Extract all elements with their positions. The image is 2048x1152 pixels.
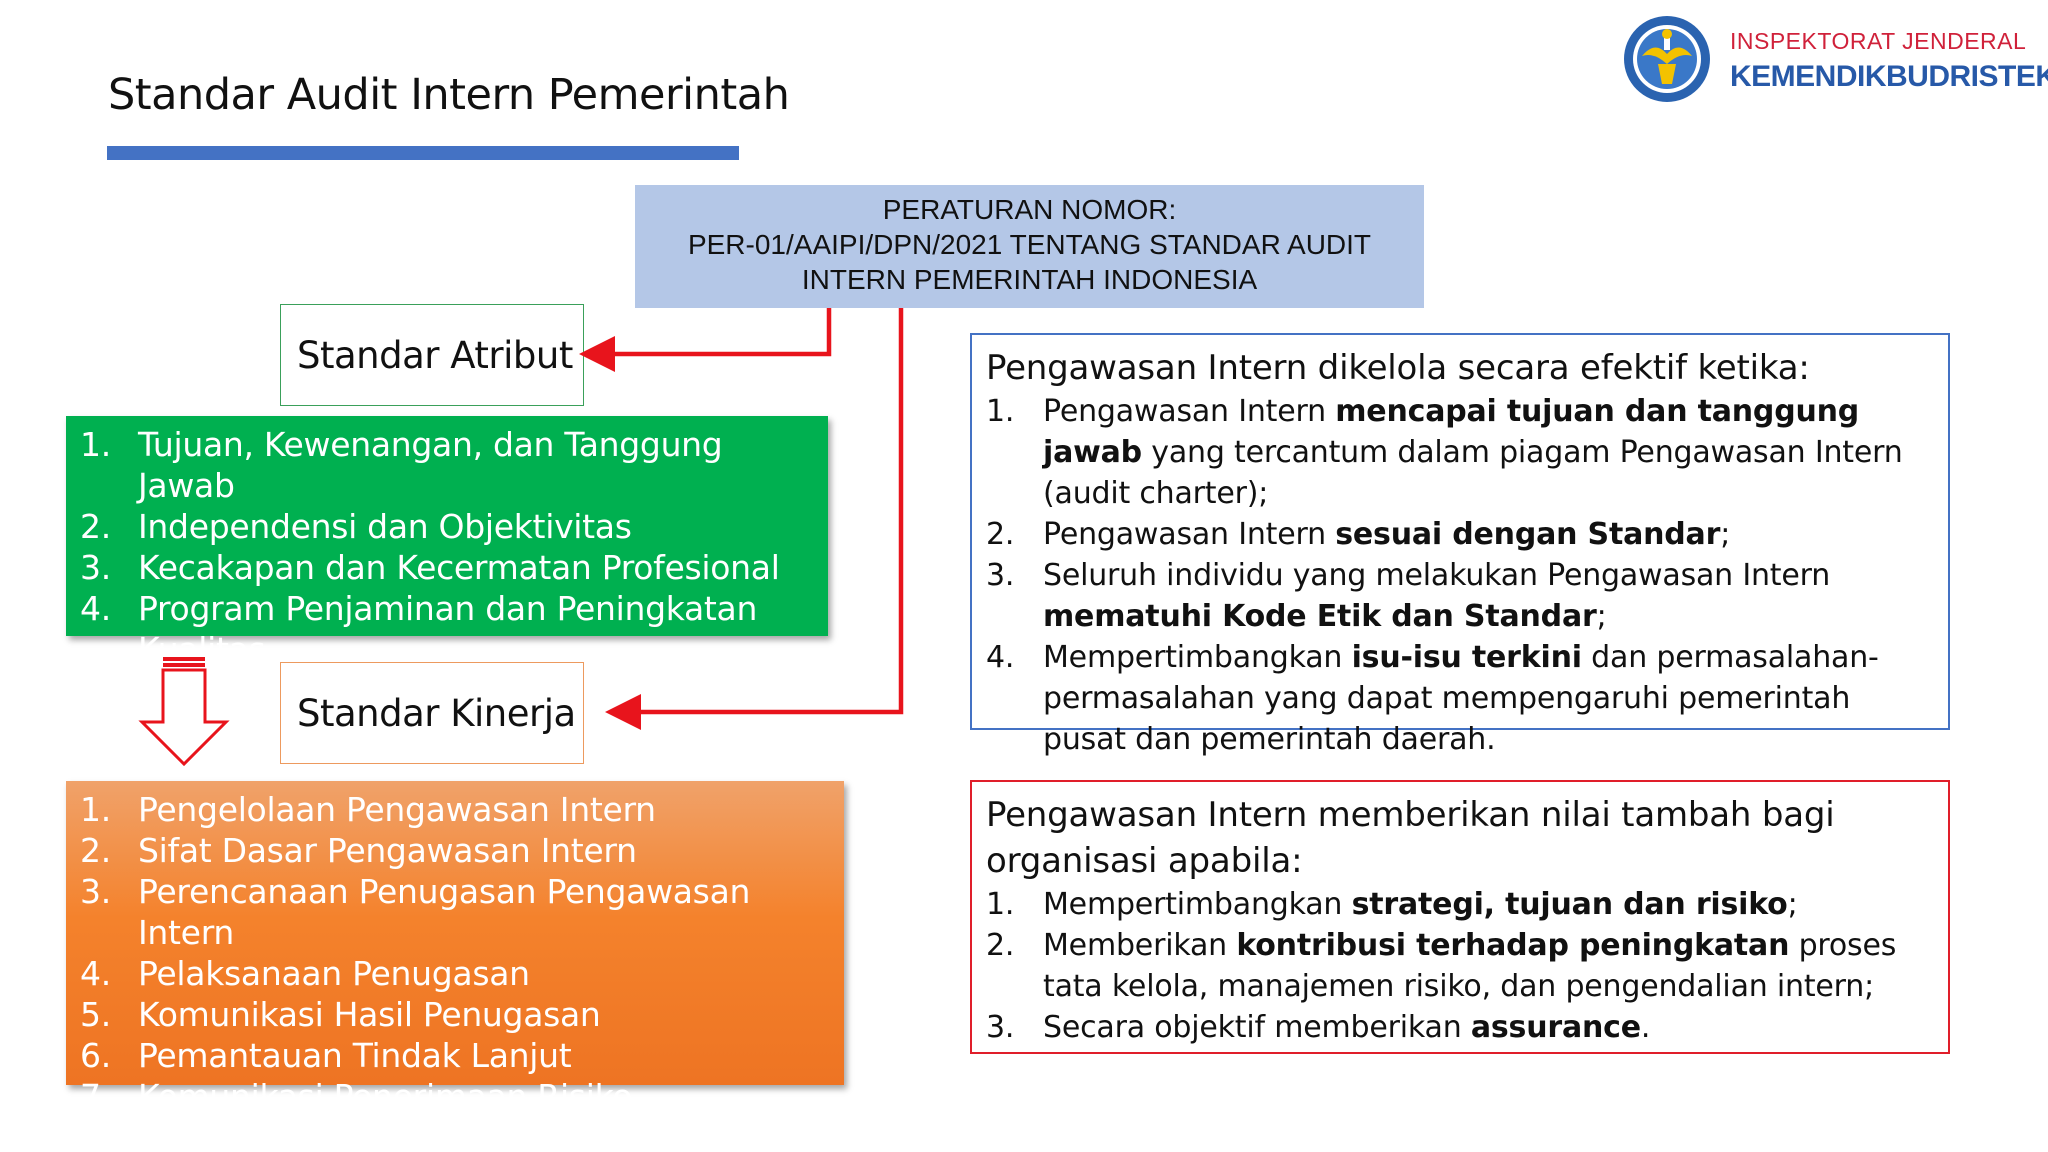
item-text: yang tercantum dalam piagam Pengawasan I… (1043, 435, 1903, 511)
item-text: Sifat Dasar Pengawasan Intern (138, 831, 637, 870)
down-arrow-icon (138, 657, 230, 767)
item-text: Pengawasan Intern (1043, 517, 1336, 552)
regulation-line: PER-01/AAIPI/DPN/2021 TENTANG STANDAR AU… (687, 229, 1372, 260)
item-number: 5. (80, 995, 111, 1034)
item-text: Perencanaan Penugasan Pengawasan Intern (138, 872, 751, 952)
list-item: 2. Independensi dan Objektivitas (80, 506, 816, 547)
item-number: 2. (80, 507, 111, 546)
regulation-line: INTERN PEMERINTAH INDONESIA (801, 264, 1258, 295)
item-number: 3. (80, 548, 111, 587)
standar-kinerja-label-box: Standar Kinerja (280, 662, 584, 764)
list-item: 3. Kecakapan dan Kecermatan Profesional (80, 547, 816, 588)
item-number: 7. (80, 1077, 111, 1116)
item-number: 4. (80, 954, 111, 993)
standar-kinerja-label: Standar Kinerja (297, 691, 576, 735)
list-item: 1. Mempertimbangkan strategi, tujuan dan … (986, 884, 1934, 925)
item-text: Independensi dan Objektivitas (138, 507, 632, 546)
list-item: 4. Mempertimbangkan isu-isu terkini dan p… (986, 637, 1934, 760)
item-text: Komunikasi Hasil Penugasan (138, 995, 601, 1034)
connector-to-atribut (579, 308, 832, 372)
efektif-criteria-box: Pengawasan Intern dikelola secara efekti… (970, 333, 1950, 757)
list-item: 2. Pengawasan Intern sesuai dengan Standa… (986, 514, 1934, 555)
item-text: Komunikasi Penerimaan Risiko (138, 1077, 633, 1116)
list-item: 3. Secara objektif memberikan assurance. (986, 1007, 1934, 1048)
tut-wuri-handayani-emblem-icon (1624, 16, 1710, 102)
item-number: 1. (986, 394, 1015, 429)
item-number: 6. (80, 1036, 111, 1075)
standar-atribut-label-box: Standar Atribut (280, 304, 584, 406)
nilai-heading: Pengawasan Intern memberikan nilai tamba… (986, 795, 1835, 881)
item-text: Mempertimbangkan (1043, 640, 1352, 675)
list-item: 7. Komunikasi Penerimaan Risiko (80, 1076, 832, 1117)
list-item: 6. Pemantauan Tindak Lanjut (80, 1035, 832, 1076)
regulation-line: PERATURAN NOMOR: (882, 194, 1177, 225)
item-number: 3. (80, 872, 111, 911)
item-text: proses tata kelola, manajemen risiko, da… (1043, 928, 1897, 1004)
list-item: 4. Pelaksanaan Penugasan (80, 953, 832, 994)
item-number: 3. (986, 558, 1015, 593)
item-emphasis: isu-isu terkini (1351, 640, 1582, 675)
item-text: Memberikan (1043, 928, 1237, 963)
item-text: Pelaksanaan Penugasan (138, 954, 530, 993)
item-text: Mempertimbangkan (1043, 887, 1352, 922)
item-emphasis: assurance (1470, 1010, 1641, 1045)
item-number: 1. (986, 887, 1015, 922)
item-text: Secara objektif memberikan (1043, 1010, 1471, 1045)
item-emphasis: strategi, tujuan dan risiko (1351, 887, 1788, 922)
list-item: 3. Perencanaan Penugasan Pengawasan Inter… (80, 871, 832, 953)
logo-line-2: KEMENDIKBUDRISTEK (1730, 60, 2048, 93)
title-underline (107, 146, 739, 160)
item-number: 4. (986, 640, 1015, 675)
list-item: 1. Tujuan, Kewenangan, dan Tanggung Jawab (80, 424, 816, 506)
item-number: 4. (80, 589, 111, 628)
regulation-box: PERATURAN NOMOR: PER-01/AAIPI/DPN/2021 T… (635, 185, 1424, 308)
item-emphasis: mencapai tujuan dan tanggung jawab (1043, 394, 1860, 470)
item-text: . (1640, 1010, 1651, 1045)
institution-logo: INSPEKTORAT JENDERAL KEMENDIKBUDRISTEK (1622, 10, 2048, 110)
item-emphasis: kontribusi terhadap peningkatan (1236, 928, 1790, 963)
logo-line-1: INSPEKTORAT JENDERAL (1730, 28, 2027, 54)
item-number: 3. (986, 1010, 1015, 1045)
item-number: 1. (80, 790, 111, 829)
standar-kinerja-list: 1. Pengelolaan Pengawasan Intern 2. Sifat … (66, 781, 844, 1116)
item-number: 2. (80, 831, 111, 870)
nilai-tambah-box: Pengawasan Intern memberikan nilai tamba… (970, 780, 1950, 1054)
list-item: 5. Komunikasi Hasil Penugasan (80, 994, 832, 1035)
page-title: Standar Audit Intern Pemerintah (108, 70, 790, 120)
item-text: Seluruh individu yang melakukan Pengawas… (1043, 558, 1831, 593)
list-item: 1. Pengelolaan Pengawasan Intern (80, 789, 832, 830)
item-number: 2. (986, 928, 1015, 963)
standar-atribut-list: 1. Tujuan, Kewenangan, dan Tanggung Jawab… (66, 416, 828, 669)
item-text: ; (1720, 517, 1731, 552)
connector-to-kinerja (605, 308, 904, 730)
item-text: Pemantauan Tindak Lanjut (138, 1036, 572, 1075)
item-number: 1. (80, 425, 111, 464)
list-item: 3. Seluruh individu yang melakukan Pengaw… (986, 555, 1934, 637)
item-text: ; (1787, 887, 1798, 922)
item-text: Tujuan, Kewenangan, dan Tanggung Jawab (138, 425, 723, 505)
item-text: Program Penjaminan dan Peningkatan Kuali… (138, 589, 758, 669)
efektif-heading: Pengawasan Intern dikelola secara efekti… (986, 348, 1810, 388)
list-item: 4. Program Penjaminan dan Peningkatan Kua… (80, 588, 816, 670)
item-emphasis: mematuhi Kode Etik dan Standar (1043, 599, 1597, 634)
list-item: 2. Sifat Dasar Pengawasan Intern (80, 830, 832, 871)
item-text: Pengawasan Intern (1043, 394, 1336, 429)
item-emphasis: sesuai dengan Standar (1335, 517, 1721, 552)
item-text: dan permasalahan-permasalahan yang dapat… (1043, 640, 1879, 757)
item-text: Pengelolaan Pengawasan Intern (138, 790, 656, 829)
list-item: 2. Memberikan kontribusi terhadap peningk… (986, 925, 1934, 1007)
standar-atribut-label: Standar Atribut (297, 333, 573, 377)
item-text: Kecakapan dan Kecermatan Profesional (138, 548, 780, 587)
item-text: ; (1596, 599, 1607, 634)
list-item: 1. Pengawasan Intern mencapai tujuan dan … (986, 391, 1934, 514)
item-number: 2. (986, 517, 1015, 552)
